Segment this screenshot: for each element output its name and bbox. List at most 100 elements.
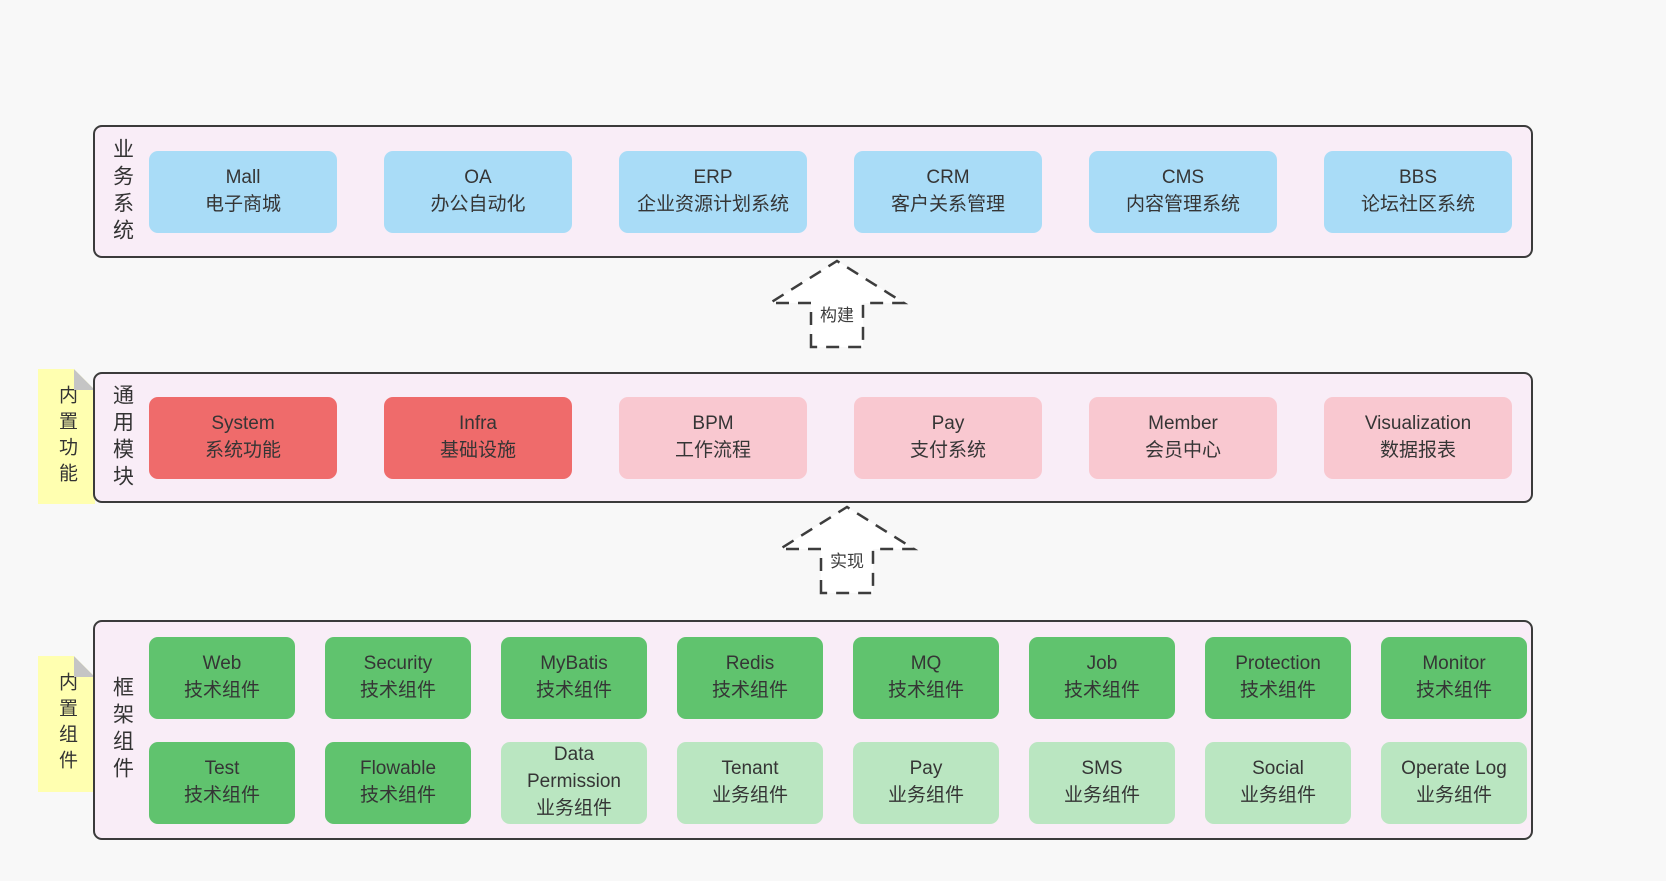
box-job: Job 技术组件 xyxy=(1029,636,1175,719)
box-subtitle: 技术组件 xyxy=(711,679,788,701)
framework-components-rows: Web 技术组件 Security 技术组件 MyBatis 技术组件 Redi… xyxy=(149,622,1531,838)
build-arrow: 构建 xyxy=(762,257,912,349)
layer-framework-components: 框架组件 Web 技术组件 Security 技术组件 MyBatis 技术组件… xyxy=(93,620,1533,840)
box-cms: CMS 内容管理系统 xyxy=(1089,150,1277,233)
box-title: OA xyxy=(464,166,492,188)
box-title: Redis xyxy=(725,652,775,674)
box-pay-module: Pay 支付系统 xyxy=(854,396,1042,479)
build-arrow-label: 构建 xyxy=(818,301,856,326)
box-subtitle: 电子商城 xyxy=(204,193,281,215)
box-title: Test xyxy=(204,757,240,779)
box-erp: ERP 企业资源计划系统 xyxy=(619,150,807,233)
box-title: Pay xyxy=(931,412,965,434)
implement-arrow-label: 实现 xyxy=(828,547,866,572)
layer-label-text: 业务系统 xyxy=(110,137,134,246)
box-subtitle: 工作流程 xyxy=(674,439,751,461)
framework-components-row-1: Web 技术组件 Security 技术组件 MyBatis 技术组件 Redi… xyxy=(149,636,1531,719)
box-pay-component: Pay 业务组件 xyxy=(853,741,999,824)
box-subtitle: 基础设施 xyxy=(439,439,516,461)
layer-label-text: 框架组件 xyxy=(110,676,134,784)
box-subtitle: 业务组件 xyxy=(1415,784,1492,806)
box-subtitle: 技术组件 xyxy=(1063,679,1140,701)
box-title: Protection xyxy=(1235,652,1321,674)
box-title: ERP xyxy=(693,166,733,188)
box-crm: CRM 客户关系管理 xyxy=(854,150,1042,233)
box-subtitle: 技术组件 xyxy=(887,679,964,701)
box-bbs: BBS 论坛社区系统 xyxy=(1324,150,1512,233)
box-test: Test 技术组件 xyxy=(149,741,295,824)
box-title: CMS xyxy=(1161,166,1205,188)
sticky-note-label: 内置功能 xyxy=(56,384,77,489)
box-subtitle: 论坛社区系统 xyxy=(1360,193,1475,215)
box-redis: Redis 技术组件 xyxy=(677,636,823,719)
box-system: System 系统功能 xyxy=(149,396,337,479)
box-visualization: Visualization 数据报表 xyxy=(1324,396,1512,479)
box-subtitle: 业务组件 xyxy=(711,784,788,806)
box-mybatis: MyBatis 技术组件 xyxy=(501,636,647,719)
box-monitor: Monitor 技术组件 xyxy=(1381,636,1527,719)
box-title: System xyxy=(211,412,275,434)
layer-common-modules: 通用模块 System 系统功能 Infra 基础设施 BPM 工作流程 Pay… xyxy=(93,372,1533,503)
box-subtitle: 会员中心 xyxy=(1144,439,1221,461)
box-bpm: BPM 工作流程 xyxy=(619,396,807,479)
implement-arrow: 实现 xyxy=(772,503,922,595)
box-operate-log: Operate Log 业务组件 xyxy=(1381,741,1527,824)
box-title: Security xyxy=(363,652,433,674)
box-subtitle: 支付系统 xyxy=(909,439,986,461)
box-security: Security 技术组件 xyxy=(325,636,471,719)
box-subtitle: 办公自动化 xyxy=(430,193,526,215)
box-title: Member xyxy=(1148,412,1218,434)
box-tenant: Tenant 业务组件 xyxy=(677,741,823,824)
box-subtitle: 技术组件 xyxy=(183,784,260,806)
framework-components-row-2: Test 技术组件 Flowable 技术组件 Data Permission … xyxy=(149,741,1531,824)
layer-label-common-modules: 通用模块 xyxy=(95,374,149,501)
box-title: MyBatis xyxy=(540,652,608,674)
box-title: Job xyxy=(1086,652,1118,674)
layer-label-business-systems: 业务系统 xyxy=(95,127,149,256)
layer-label-framework-components: 框架组件 xyxy=(95,622,149,838)
sticky-note-builtin-features: 内置功能 xyxy=(38,369,95,504)
business-systems-box-row: Mall 电子商城 OA 办公自动化 ERP 企业资源计划系统 CRM 客户关系… xyxy=(149,127,1531,256)
box-protection: Protection 技术组件 xyxy=(1205,636,1351,719)
box-subtitle: 客户关系管理 xyxy=(890,193,1005,215)
box-title: Visualization xyxy=(1364,412,1472,434)
box-title: SMS xyxy=(1081,757,1123,779)
box-subtitle: 业务组件 xyxy=(1239,784,1316,806)
box-title: Infra xyxy=(458,412,498,434)
box-subtitle: 系统功能 xyxy=(204,439,281,461)
box-title: Tenant xyxy=(721,757,779,779)
box-title: Data Permission xyxy=(527,744,621,793)
box-title: BBS xyxy=(1398,166,1438,188)
common-modules-box-row: System 系统功能 Infra 基础设施 BPM 工作流程 Pay 支付系统… xyxy=(149,374,1531,501)
sticky-note-label: 内置组件 xyxy=(56,672,77,776)
box-mq: MQ 技术组件 xyxy=(853,636,999,719)
sticky-note-builtin-components: 内置组件 xyxy=(38,656,95,792)
box-sms: SMS 业务组件 xyxy=(1029,741,1175,824)
box-title: Operate Log xyxy=(1401,757,1507,779)
box-infra: Infra 基础设施 xyxy=(384,396,572,479)
box-subtitle: 技术组件 xyxy=(359,679,436,701)
box-title: Mall xyxy=(225,166,261,188)
box-subtitle: 业务组件 xyxy=(887,784,964,806)
box-data-permission: Data Permission 业务组件 xyxy=(501,741,647,824)
box-subtitle: 技术组件 xyxy=(359,784,436,806)
box-subtitle: 数据报表 xyxy=(1379,439,1456,461)
box-subtitle: 技术组件 xyxy=(535,679,612,701)
box-title: Monitor xyxy=(1422,652,1486,674)
box-web: Web 技术组件 xyxy=(149,636,295,719)
box-title: Pay xyxy=(909,757,943,779)
box-subtitle: 企业资源计划系统 xyxy=(636,193,789,215)
box-subtitle: 技术组件 xyxy=(183,679,260,701)
box-title: Web xyxy=(202,652,242,674)
box-subtitle: 内容管理系统 xyxy=(1125,193,1240,215)
box-social: Social 业务组件 xyxy=(1205,741,1351,824)
box-title: Flowable xyxy=(359,757,437,779)
box-title: CRM xyxy=(926,166,970,188)
box-title: BPM xyxy=(692,412,734,434)
layer-business-systems: 业务系统 Mall 电子商城 OA 办公自动化 ERP 企业资源计划系统 CRM… xyxy=(93,125,1533,258)
box-subtitle: 业务组件 xyxy=(535,797,612,819)
box-subtitle: 技术组件 xyxy=(1239,679,1316,701)
box-subtitle: 业务组件 xyxy=(1063,784,1140,806)
box-oa: OA 办公自动化 xyxy=(384,150,572,233)
